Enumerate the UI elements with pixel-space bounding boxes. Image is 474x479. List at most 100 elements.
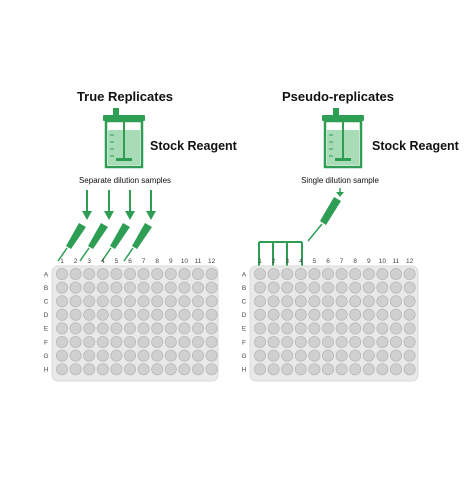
stock-reagent-beaker-icon: [322, 108, 364, 169]
plate-row-label: G: [241, 353, 246, 360]
plate-well: [124, 267, 137, 280]
plate-well: [267, 308, 280, 321]
plate-well: [110, 308, 123, 321]
plate-well: [191, 281, 204, 294]
plate-well: [294, 281, 307, 294]
plate-well: [83, 308, 96, 321]
plate-row-label: H: [44, 367, 49, 374]
plate-well: [376, 322, 389, 335]
plate-well: [205, 363, 218, 376]
plate-well: [253, 295, 266, 308]
plate-well: [191, 267, 204, 280]
plate-well: [376, 267, 389, 280]
plate-well: [205, 349, 218, 362]
plate-well: [69, 363, 82, 376]
plate-well: [137, 322, 150, 335]
plate-well: [335, 363, 348, 376]
plate-column-label: 6: [128, 258, 132, 265]
plate-well: [349, 308, 362, 321]
pseudo-replicates-title: Pseudo-replicates: [282, 89, 394, 104]
plate-column-label: 2: [272, 258, 276, 265]
separate-dilution-caption: Separate dilution samples: [79, 176, 171, 185]
plate-well: [335, 349, 348, 362]
plate-well: [403, 308, 416, 321]
pipette-icon: [57, 223, 86, 262]
plate-well: [110, 281, 123, 294]
plate-well: [96, 295, 109, 308]
plate-column-label: 12: [208, 258, 216, 265]
plate-column-label: 10: [379, 258, 387, 265]
plate-well: [362, 349, 375, 362]
plate-well: [164, 363, 177, 376]
plate-well: [389, 295, 402, 308]
plate-well: [321, 363, 334, 376]
plate-well: [124, 322, 137, 335]
plate-well: [281, 349, 294, 362]
plate-well: [294, 335, 307, 348]
plate-column-label: 5: [313, 258, 317, 265]
plate-well: [83, 295, 96, 308]
plate-well: [110, 335, 123, 348]
plate-well: [376, 281, 389, 294]
plate-row-label: C: [242, 299, 247, 306]
plate-well: [151, 281, 164, 294]
plate-well: [137, 335, 150, 348]
plate-well: [69, 295, 82, 308]
plate-well: [267, 363, 280, 376]
plate-well: [294, 363, 307, 376]
plate-well: [137, 363, 150, 376]
plate-row-label: B: [44, 285, 48, 292]
plate-well: [96, 363, 109, 376]
pipette-icon: [123, 223, 152, 262]
plate-column-label: 2: [74, 258, 78, 265]
plate-well: [335, 295, 348, 308]
plate-well: [56, 322, 69, 335]
plate-well: [308, 295, 321, 308]
plate-well: [110, 349, 123, 362]
plate-row-label: D: [242, 312, 247, 319]
plate-well: [321, 267, 334, 280]
arrow-down-icon: [104, 190, 114, 220]
plate-well: [69, 267, 82, 280]
plate-well: [178, 335, 191, 348]
plate-well: [389, 322, 402, 335]
plate-well: [96, 267, 109, 280]
plate-well: [178, 349, 191, 362]
pipette-icon: [79, 223, 108, 262]
plate-well: [389, 349, 402, 362]
plate-well: [253, 267, 266, 280]
plate-well: [267, 295, 280, 308]
plate-well: [403, 363, 416, 376]
plate-well: [267, 281, 280, 294]
plate-column-label: 7: [340, 258, 344, 265]
plate-well: [267, 349, 280, 362]
plate-well: [96, 335, 109, 348]
plate-well: [281, 363, 294, 376]
plate-well: [253, 349, 266, 362]
plate-column-label: 11: [393, 258, 400, 265]
plate-well: [253, 308, 266, 321]
plate-well: [124, 335, 137, 348]
plate-well: [151, 363, 164, 376]
plate-row-label: F: [44, 339, 48, 346]
plate-well: [349, 281, 362, 294]
plate-well: [403, 281, 416, 294]
plate-column-label: 3: [285, 258, 289, 265]
plate-well: [56, 363, 69, 376]
plate-well: [308, 363, 321, 376]
plate-well: [335, 281, 348, 294]
plate-well: [178, 308, 191, 321]
plate-well: [151, 349, 164, 362]
plate-well: [56, 295, 69, 308]
plate-column-label: 4: [299, 258, 303, 265]
plate-well: [321, 322, 334, 335]
plate-well: [110, 322, 123, 335]
plate-well: [164, 322, 177, 335]
plate-well: [205, 335, 218, 348]
plate-well: [151, 322, 164, 335]
plate-well: [281, 295, 294, 308]
plate-column-label: 1: [60, 258, 64, 265]
arrow-down-icon: [336, 188, 344, 197]
plate-well: [83, 281, 96, 294]
